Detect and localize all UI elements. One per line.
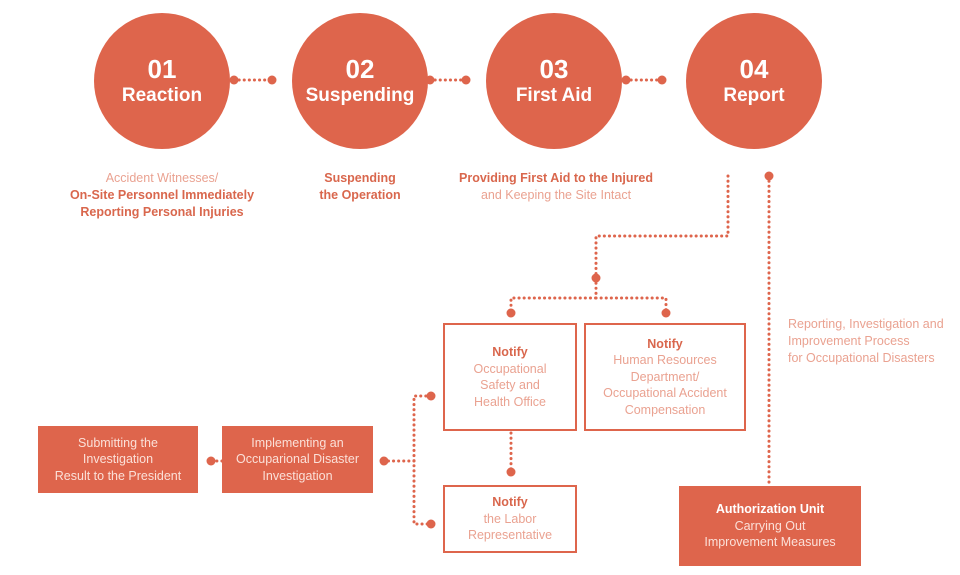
box-notify-labor: Notify the Labor Representative [443,485,577,553]
note-line: for Occupational Disasters [788,351,935,365]
box-line: Improvement Measures [704,535,836,550]
caption-line: and Keeping the Site Intact [480,188,632,202]
box-line: Investigation [82,452,154,467]
box-notify-hr: Notify Human Resources Department/ Occup… [584,323,746,431]
box-heading: Notify [492,495,528,510]
step-title: Report [723,84,785,106]
box-line: Submitting the [78,435,158,450]
connector-dot [657,75,667,85]
caption-line: Reporting Personal Injuries [80,205,244,219]
box-line: Implementing an [251,435,344,450]
connector-dot [267,75,277,85]
box-line: Safety and [480,378,540,392]
step-title: Suspending [305,84,415,106]
step-reaction: 01 Reaction [94,13,230,149]
caption-line: Providing First Aid to the Injured [459,171,653,185]
box-line: Result to the President [54,468,182,483]
connector-dot [661,308,671,318]
connector-dot [506,467,516,477]
step-title: First Aid [515,84,593,106]
note-line: Improvement Process [788,334,910,348]
box-president: Submitting the Investigation Result to t… [38,426,198,493]
connector-dot [426,391,436,401]
connector-dot [206,456,216,466]
box-line: Carrying Out [734,518,806,533]
step-number: 01 [147,53,177,84]
connector-split [509,276,598,315]
caption-line: the Operation [319,188,401,202]
box-investigation: Implementing an Occuparional Disaster In… [222,426,373,493]
caption-suspending: Suspending the Operation [290,170,430,204]
box-heading: Notify [492,345,528,359]
box-line: Occuparional Disaster [236,452,359,467]
box-line: Investigation [262,468,333,483]
connector-dot [229,75,239,85]
box-line: Human Resources [613,353,717,368]
connector-dot [621,75,631,85]
step-suspending: 02 Suspending [292,13,428,149]
caption-line: Suspending [324,171,396,185]
connector-bracket [412,394,433,526]
connector-dot [379,456,389,466]
step-number: 03 [539,53,569,84]
connector-report-branch [594,174,730,280]
step-number: 02 [345,53,375,84]
step-first-aid: 03 First Aid [486,13,622,149]
step-number: 04 [739,53,769,84]
connector-dot [591,273,601,283]
box-line: the Labor [483,511,537,526]
caption-line: On-Site Personnel Immediately [69,188,255,202]
connector-dot [506,308,516,318]
caption-reaction: Accident Witnesses/ On-Site Personnel Im… [52,170,272,221]
caption-line: Accident Witnesses/ [105,171,219,185]
connector-dot [764,171,774,181]
connector-dot [426,519,436,529]
box-line: Health Office [473,394,547,409]
connector-split-right [594,296,668,315]
box-heading: Authorization Unit [715,502,825,517]
box-line: Occupational [473,361,547,376]
box-line: Compensation [624,402,706,417]
box-line: Representative [467,528,553,543]
note-line: Reporting, Investigation and [788,317,944,331]
box-authorization: Authorization Unit Carrying Out Improvem… [679,486,861,566]
connector-dot [461,75,471,85]
box-line: Occupational Accident [603,386,727,401]
process-note: Reporting, Investigation and Improvement… [788,316,960,367]
step-title: Reaction [121,84,203,106]
box-line: Department/ [630,369,700,384]
step-report: 04 Report [686,13,822,149]
box-heading: Notify [647,336,683,351]
caption-first-aid: Providing First Aid to the Injured and K… [446,170,666,204]
box-notify-osh: Notify Occupational Safety and Health Of… [443,323,577,431]
